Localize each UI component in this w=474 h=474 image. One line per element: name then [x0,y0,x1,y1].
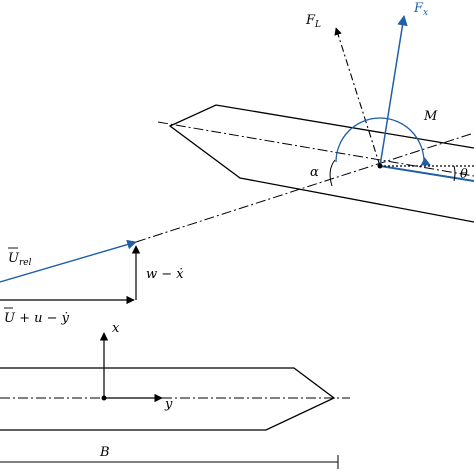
theta-angle-arc [453,165,456,182]
fx-force-arrow [379,14,408,167]
lift-force-arrow [334,27,381,167]
label-streamwise-velocity: U + u − ẏ [4,311,70,326]
blue-reference-line [379,165,474,182]
alpha-angle-arc [329,159,336,187]
label-alpha: α [310,165,319,180]
label-moment: M [423,109,438,124]
label-lift-force: FL [305,13,321,30]
inclined-foil-outline [168,104,474,223]
pivot-point [377,163,383,169]
label-theta: θ [460,167,468,182]
origin-point [101,395,107,401]
moment-arc-end [420,157,431,166]
relative-velocity-arrow [0,239,137,283]
label-y-axis: y [164,397,173,412]
label-transverse-velocity: w − ẋ [146,267,184,282]
label-relative-velocity: Urel [8,251,32,268]
label-x-axis: x [112,321,120,336]
label-fx-force: Fx [413,1,428,18]
label-width-b: B [99,445,110,460]
moment-arc [335,117,425,163]
inflow-direction-line [135,132,474,243]
